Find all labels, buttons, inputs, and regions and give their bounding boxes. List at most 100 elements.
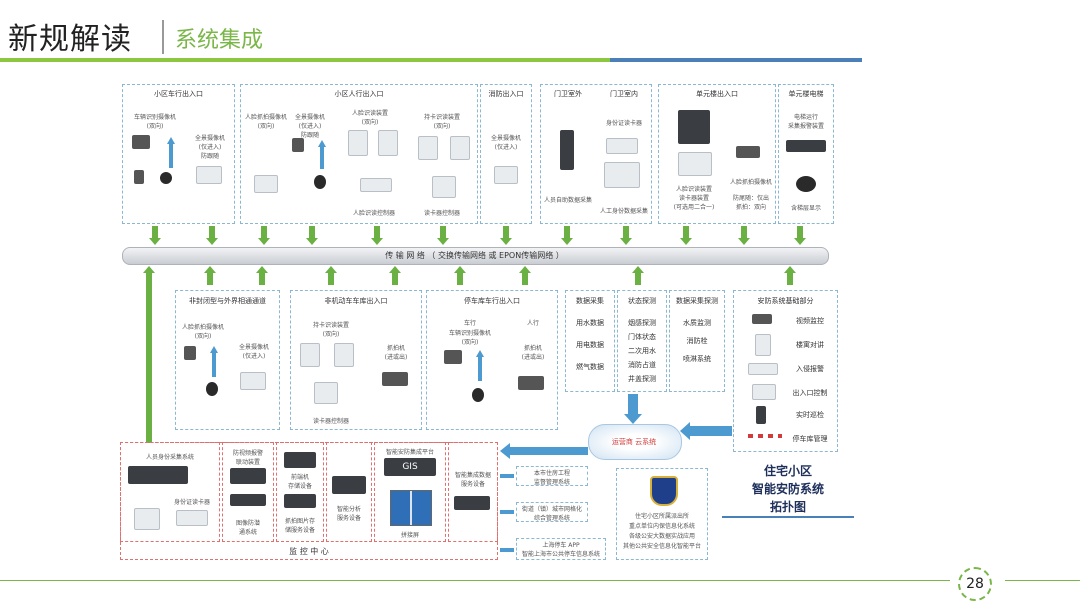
cloud-label: 运营商 云系统: [611, 438, 657, 446]
lbl-card-controller: 读卡器控制器: [423, 210, 460, 217]
panorama-camera-icon-4: [240, 372, 266, 390]
elevator-dvr-icon: [786, 140, 826, 152]
lbl-id-reader: 身份证读卡器: [605, 120, 642, 127]
link-arrow-head: [500, 238, 512, 245]
lbl-stitching: 拼接屏: [400, 532, 419, 539]
link-arrow: [522, 273, 528, 285]
link-arrow: [392, 273, 398, 285]
title-separator: [162, 20, 164, 54]
security-item: 楼寓对讲: [796, 341, 824, 349]
face-reader-icon-2: [378, 130, 398, 156]
link-arrow: [261, 226, 267, 238]
link-device-icon: [230, 468, 266, 484]
lbl-police: 住宅小区所属派出所 重点单位内保信息化系统 各级公安大数据实战应用 其他公共安全…: [622, 513, 701, 550]
link-arrow-head: [325, 266, 337, 273]
cloud-to-center-arrow-head: [500, 443, 510, 459]
output-arrow: [500, 510, 514, 514]
link-arrow: [309, 226, 315, 238]
card-reader-icon: [418, 136, 438, 160]
hdr-data-collect: 数据采集: [576, 297, 604, 305]
link-arrow-head: [519, 266, 531, 273]
data-to-cloud-arrow: [628, 394, 638, 416]
link-arrow-head: [561, 238, 573, 245]
header-bar-blue: [610, 58, 862, 62]
card-controller-icon: [432, 176, 456, 198]
box-smart-data: [448, 442, 498, 542]
link-arrow: [374, 226, 380, 238]
panorama-camera-icon-2: [254, 175, 278, 193]
lbl-face-cam-1b: 全景摄像机 (仅进入) 防跟随: [294, 114, 325, 139]
lbl-capture-store: 抓拍图片存 储服务设备: [284, 518, 315, 534]
network-label: 传 输 网 络 （ 交换传输网络 或 EPON传输网络 ）: [385, 251, 564, 260]
box-parking: [426, 290, 558, 430]
lbl-output-3: 上海停车 APP 智能上海市公共停车信息系统: [521, 542, 600, 558]
lbl-center-id-reader: 身份证读卡器: [173, 499, 210, 506]
link-arrow-head: [204, 266, 216, 273]
box-gate: [540, 84, 652, 224]
link-arrow-head: [371, 238, 383, 245]
snap-camera-icon: [382, 372, 408, 386]
id-reader-icon-2: [176, 510, 208, 526]
box-platform: [374, 442, 446, 542]
intercom-icon-2: [755, 334, 771, 356]
link-arrow-head: [794, 238, 806, 245]
lbl-panorama-cam-1: 全景摄像机 (仅进入) 防跟随: [194, 135, 225, 160]
lbl-manual-collect: 人工身份数据采集: [599, 208, 648, 215]
lbl-card-controller-2: 读卡器控制器: [312, 418, 349, 425]
lbl-face-reader: 人脸识读装置 (双向): [351, 110, 388, 126]
lbl-vehicle: 车行: [463, 320, 476, 327]
direction-bar-2: [320, 147, 324, 169]
lbl-platform: 智能安防集成平台: [385, 449, 434, 456]
direction-up-icon-4: [476, 350, 484, 357]
box-storage: [276, 442, 324, 542]
link-arrow-head: [680, 238, 692, 245]
hdr-nonmotor: 非机动车车库出入口: [324, 297, 388, 305]
output-arrow: [500, 548, 514, 552]
lbl-plate-camera-2: 车辆识别摄像机 (双向): [448, 330, 491, 346]
link-arrow: [564, 226, 570, 238]
stitching-screen-icon: [390, 490, 432, 526]
box-person-system: [120, 442, 220, 542]
box-fire-link: [222, 442, 274, 542]
storage-device-icon: [284, 452, 316, 468]
lbl-card-reader: 持卡识读装置 (双向): [423, 114, 460, 130]
capture-store-icon: [284, 494, 316, 508]
security-to-cloud-arrow: [690, 426, 732, 436]
page-title: 新规解读: [8, 22, 132, 57]
box-output-1: [516, 466, 588, 486]
face-camera-icon-3: [184, 346, 196, 360]
hdr-security-base: 安防系统基础部分: [757, 297, 814, 305]
dome-camera-icon: [796, 176, 816, 192]
box-security-base: [733, 290, 838, 452]
face-camera-icon: [292, 138, 304, 152]
box-data-collect: [565, 290, 615, 392]
lbl-face-cam-3: 人脸抓拍摄像机 (双向): [181, 324, 224, 340]
data-server-icon: [454, 496, 490, 510]
security-to-cloud-arrow-head: [680, 422, 690, 440]
lbl-pedestrian: 人行: [526, 320, 539, 327]
security-item: 停车库管理: [792, 435, 828, 443]
kiosk-icon: [560, 130, 574, 170]
hdr-data-collect2: 数据采集探测: [676, 297, 718, 305]
hdr-status-detect: 状态探测: [628, 297, 656, 305]
data-item: 烟感探测: [628, 319, 656, 327]
face-camera-icon-2: [736, 146, 760, 158]
link-arrow: [457, 273, 463, 285]
alarm-sensor-icon: [748, 363, 778, 375]
direction-bar: [169, 144, 173, 168]
snap-camera-icon-2: [518, 376, 544, 390]
hdr-fire-exit: 消防出入口: [488, 90, 524, 98]
box-output-3: [516, 538, 606, 560]
lbl-anti-tail: 防尾随：仅出 抓拍：双向: [732, 195, 769, 211]
card-reader-icon-3: [300, 343, 320, 367]
box-unit-elevator: [778, 84, 834, 224]
direction-up-icon: [167, 137, 175, 144]
link-arrow: [209, 226, 215, 238]
box-smart-analysis: [326, 442, 372, 542]
data-item: 消防栓: [686, 337, 708, 345]
hdr-gate-indoor: 门卫室内: [610, 90, 638, 98]
face-reader-icon: [348, 130, 368, 156]
link-arrow: [207, 273, 213, 285]
link-arrow-head: [143, 266, 155, 273]
parking-barrier-icon: [748, 434, 782, 438]
